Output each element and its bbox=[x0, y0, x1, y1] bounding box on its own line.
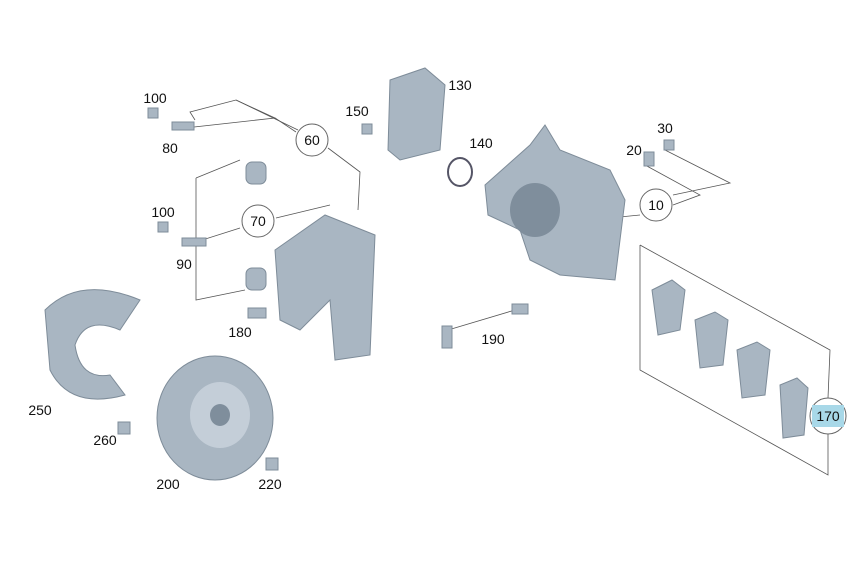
callout-10[interactable] bbox=[639, 188, 673, 222]
label-260[interactable]: 260 bbox=[93, 432, 117, 448]
part-140-o-ring bbox=[447, 157, 473, 187]
part-70-guide-bushing-top bbox=[245, 161, 267, 185]
callout-170-highlight bbox=[812, 405, 844, 427]
label-90[interactable]: 90 bbox=[176, 256, 192, 272]
callout-60[interactable] bbox=[295, 123, 329, 157]
label-100-mid[interactable]: 100 bbox=[151, 204, 175, 220]
part-200-brake-disc bbox=[156, 355, 274, 481]
label-220[interactable]: 220 bbox=[258, 476, 282, 492]
label-10[interactable]: 10 bbox=[648, 197, 664, 213]
part-10-brake-caliper bbox=[484, 124, 626, 281]
label-250[interactable]: 250 bbox=[28, 402, 52, 418]
part-90-bolt bbox=[181, 237, 207, 247]
label-190[interactable]: 190 bbox=[481, 331, 505, 347]
part-80-bolt bbox=[171, 121, 195, 131]
part-190-wear-sensor bbox=[441, 303, 529, 349]
part-180-bolt bbox=[247, 307, 267, 319]
label-80[interactable]: 80 bbox=[162, 140, 178, 156]
part-20-bleeder-valve bbox=[643, 151, 655, 167]
label-150[interactable]: 150 bbox=[345, 103, 369, 119]
part-30-cap bbox=[663, 139, 675, 151]
part-220-bolt bbox=[265, 457, 279, 471]
label-60[interactable]: 60 bbox=[304, 132, 320, 148]
label-170[interactable]: 170 bbox=[816, 408, 840, 424]
part-260-bolt bbox=[117, 421, 131, 435]
part-180-caliper-carrier bbox=[274, 214, 376, 361]
part-250-dust-shield bbox=[44, 289, 141, 400]
label-200[interactable]: 200 bbox=[156, 476, 180, 492]
label-180[interactable]: 180 bbox=[228, 324, 252, 340]
label-130[interactable]: 130 bbox=[448, 77, 472, 93]
part-150-bolt bbox=[361, 123, 373, 135]
part-70-guide-bushing-bottom bbox=[245, 267, 267, 291]
label-20[interactable]: 20 bbox=[626, 142, 642, 158]
part-100-bolt-top bbox=[147, 107, 159, 119]
callout-70[interactable] bbox=[241, 204, 275, 238]
part-130-parking-brake-motor bbox=[387, 67, 446, 161]
label-70[interactable]: 70 bbox=[250, 213, 266, 229]
label-30[interactable]: 30 bbox=[657, 120, 673, 136]
part-100-bolt-mid bbox=[157, 221, 169, 233]
label-100-top[interactable]: 100 bbox=[143, 90, 167, 106]
part-170-brake-pads bbox=[651, 279, 809, 439]
label-140[interactable]: 140 bbox=[469, 135, 493, 151]
